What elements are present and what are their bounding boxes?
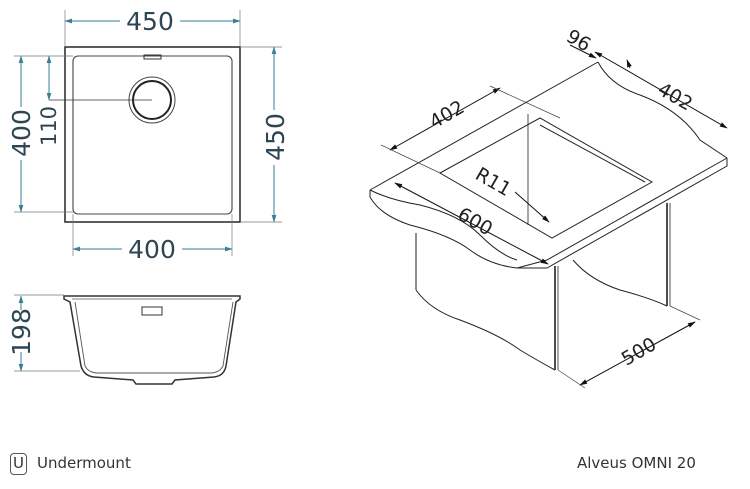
dim-cutout-width: 402	[426, 96, 468, 133]
isometric-labels: 96 402 402 R11 600 500	[426, 25, 696, 370]
sink-profile-outline	[63, 295, 241, 385]
undermount-badge-icon: U	[10, 453, 27, 475]
model-name-label: Alveus OMNI 20	[577, 454, 696, 472]
dim-countertop-depth: 600	[454, 203, 496, 240]
footer: U Undermount Alveus OMNI 20	[0, 452, 750, 482]
dim-bottom-width: 400	[128, 235, 176, 264]
dim-right-height: 450	[261, 113, 290, 161]
dim-depth: 198	[7, 308, 36, 356]
isometric-view	[369, 44, 728, 389]
dim-front-offset: 96	[563, 25, 595, 56]
dim-left-height: 400	[7, 109, 36, 157]
dim-cutout-depth: 402	[654, 78, 696, 115]
sink-bowl-outline	[72, 55, 233, 215]
dim-top-width: 450	[126, 7, 174, 36]
overflow-slot-side	[141, 306, 163, 316]
mount-type-label: Undermount	[37, 454, 131, 472]
sink-outer-outline	[64, 46, 241, 223]
dim-drain-offset: 110	[37, 106, 61, 146]
side-view: 198	[7, 294, 241, 385]
overflow-slot	[143, 54, 162, 60]
dim-cabinet-width: 500	[618, 333, 660, 370]
top-view: 450 400 450 400 110	[7, 7, 290, 264]
